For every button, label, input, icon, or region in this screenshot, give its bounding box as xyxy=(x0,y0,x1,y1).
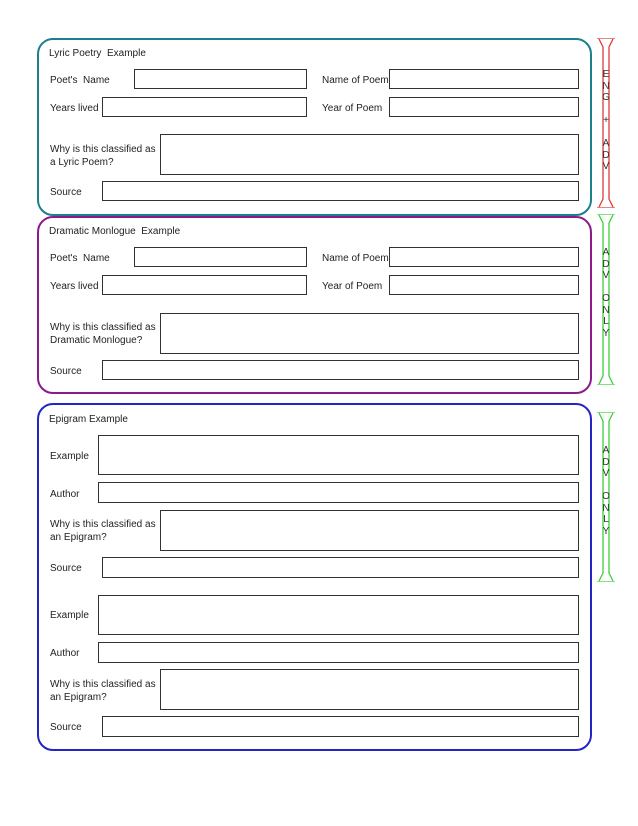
side-letter: A xyxy=(602,138,610,149)
lyric-why-label: Why is this classified as a Lyric Poem? xyxy=(50,144,156,168)
dramatic-poet-name-label: Poet's Name xyxy=(50,253,110,264)
lyric-year-of-poem-label: Year of Poem xyxy=(322,103,383,114)
epigram-source2-label: Source xyxy=(50,722,82,733)
dramatic-years-lived-label: Years lived xyxy=(50,281,99,292)
side-letter: D xyxy=(602,258,610,270)
dramatic-monologue-section xyxy=(37,216,592,394)
epigram-section-title: Epigram Example xyxy=(49,414,128,425)
side-letter: D xyxy=(602,149,610,161)
side-letter: E xyxy=(602,69,610,80)
epigram-why2-field[interactable] xyxy=(160,669,579,710)
dramatic-years-lived-field[interactable] xyxy=(102,275,307,295)
dramatic-source-field[interactable] xyxy=(102,360,579,380)
lyric-source-label: Source xyxy=(50,187,82,198)
side-letter: A xyxy=(602,247,610,258)
side-letter: Y xyxy=(602,327,610,339)
side-letter: L xyxy=(603,514,609,525)
lyric-why-field[interactable] xyxy=(160,134,579,175)
lyric-poetry-section xyxy=(37,38,592,216)
side-letter: N xyxy=(602,304,610,316)
epigram-why-label: Why is this classified as an Epigram? xyxy=(50,519,156,543)
lyric-year-of-poem-field[interactable] xyxy=(389,97,579,117)
dramatic-why-field[interactable] xyxy=(160,313,579,354)
lyric-years-lived-field[interactable] xyxy=(102,97,307,117)
side-letter: O xyxy=(602,491,610,502)
lyric-name-of-poem-field[interactable] xyxy=(389,69,579,89)
epigram-section xyxy=(37,403,592,751)
epigram-author2-label: Author xyxy=(50,648,80,659)
dramatic-name-of-poem-label: Name of Poem xyxy=(322,253,389,264)
side-letter: V xyxy=(602,161,610,172)
epigram-why2-label: Why is this classified as an Epigram? xyxy=(50,679,156,703)
epigram-author2-field[interactable] xyxy=(98,642,579,663)
dramatic-name-of-poem-field[interactable] xyxy=(389,247,579,267)
lyric-years-lived-label: Years lived xyxy=(50,103,99,114)
lyric-poet-name-field[interactable] xyxy=(134,69,307,89)
dramatic-year-of-poem-label: Year of Poem xyxy=(322,281,383,292)
epigram-source-field[interactable] xyxy=(102,557,579,578)
side-letter xyxy=(605,480,608,492)
side-letter: N xyxy=(602,80,610,92)
side-letter: V xyxy=(602,468,610,479)
side-letter: G xyxy=(602,92,610,103)
epigram-why-field[interactable] xyxy=(160,510,579,551)
side-letter: + xyxy=(603,115,609,126)
epigram-source-label: Source xyxy=(50,563,82,574)
epigram-author-field[interactable] xyxy=(98,482,579,503)
epigram-source2-field[interactable] xyxy=(102,716,579,737)
side-letter xyxy=(605,127,608,139)
side-letter: Y xyxy=(602,525,610,537)
side-letter xyxy=(605,104,608,116)
side-letter: L xyxy=(603,316,609,327)
dramatic-source-label: Source xyxy=(50,366,82,377)
epigram-example2-field[interactable] xyxy=(98,595,579,635)
side-letter: N xyxy=(602,502,610,514)
epigram-example-label: Example xyxy=(50,451,89,462)
side-letter: A xyxy=(602,445,610,456)
lyric-section-title: Lyric Poetry Example xyxy=(49,48,146,59)
epigram-example-field[interactable] xyxy=(98,435,579,475)
dramatic-poet-name-field[interactable] xyxy=(134,247,307,267)
dramatic-year-of-poem-field[interactable] xyxy=(389,275,579,295)
side-letter: V xyxy=(602,270,610,281)
side-letter: D xyxy=(602,456,610,468)
lyric-poet-name-label: Poet's Name xyxy=(50,75,110,86)
epigram-author-label: Author xyxy=(50,489,80,500)
lyric-name-of-poem-label: Name of Poem xyxy=(322,75,389,86)
side-letter xyxy=(605,282,608,294)
epigram-example2-label: Example xyxy=(50,610,89,621)
dramatic-section-title: Dramatic Monlogue Example xyxy=(49,226,181,237)
lyric-source-field[interactable] xyxy=(102,181,579,201)
side-letter: O xyxy=(602,293,610,304)
dramatic-why-label: Why is this classified as Dramatic Monlo… xyxy=(50,322,156,346)
